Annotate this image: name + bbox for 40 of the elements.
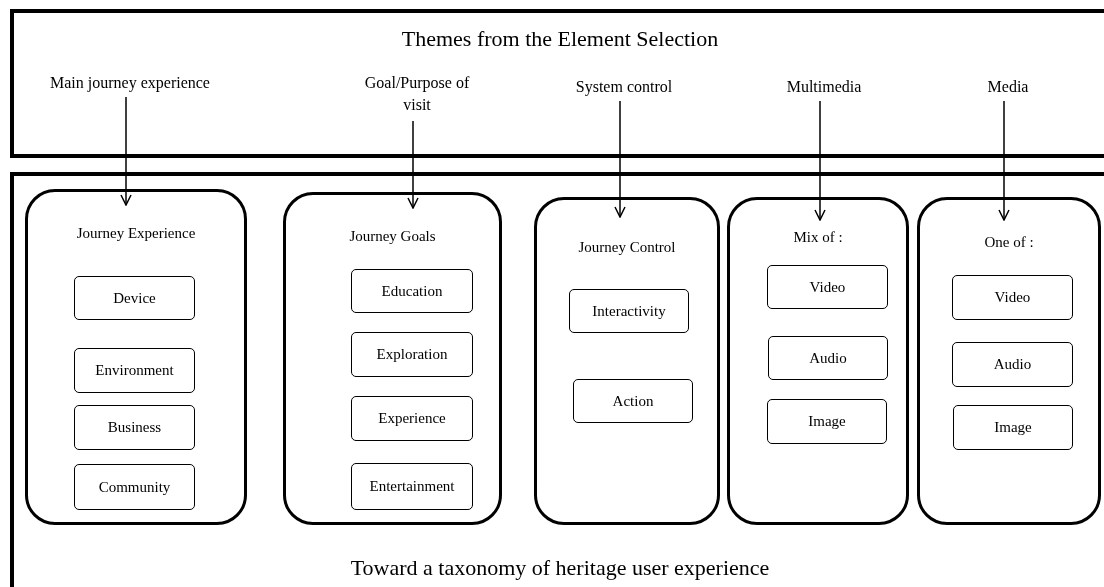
element-box: Entertainment: [351, 463, 473, 510]
category-heading: Mix of :: [792, 228, 844, 247]
theme-label: Multimedia: [774, 76, 874, 102]
category-card: [727, 197, 909, 525]
category-heading: Journey Control: [577, 238, 677, 257]
element-box: Experience: [351, 396, 473, 441]
element-box: Action: [573, 379, 693, 423]
arrow: [998, 100, 1010, 221]
element-box: Environment: [74, 348, 195, 393]
element-box: Image: [953, 405, 1073, 450]
theme-label: Goal/Purpose of visit: [354, 72, 480, 122]
element-box: Audio: [952, 342, 1073, 387]
category-card: [283, 192, 502, 525]
category-heading: Journey Goals: [348, 227, 437, 246]
element-box: Exploration: [351, 332, 473, 377]
element-box: Community: [74, 464, 195, 510]
arrow: [120, 96, 132, 206]
panel-title: Themes from the Element Selection: [400, 25, 720, 53]
element-box: Audio: [768, 336, 888, 380]
element-box: Interactivity: [569, 289, 689, 333]
element-box: Video: [767, 265, 888, 309]
theme-label: System control: [564, 76, 684, 102]
category-heading: Journey Experience: [75, 224, 197, 243]
category-card: [917, 197, 1101, 525]
element-box: Business: [74, 405, 195, 450]
theme-label: Main journey experience: [32, 72, 228, 98]
element-box: Video: [952, 275, 1073, 320]
element-box: Education: [351, 269, 473, 313]
arrow: [614, 100, 626, 218]
category-card: [534, 197, 720, 525]
arrow: [407, 120, 419, 209]
panel: [10, 172, 1104, 587]
theme-label: Media: [974, 76, 1042, 102]
panel: [10, 9, 1104, 158]
element-box: Device: [74, 276, 195, 320]
category-card: [25, 189, 247, 525]
arrow: [814, 100, 826, 221]
category-heading: One of :: [983, 233, 1035, 252]
element-box: Image: [767, 399, 887, 444]
panel-title: Toward a taxonomy of heritage user experience: [349, 554, 771, 582]
